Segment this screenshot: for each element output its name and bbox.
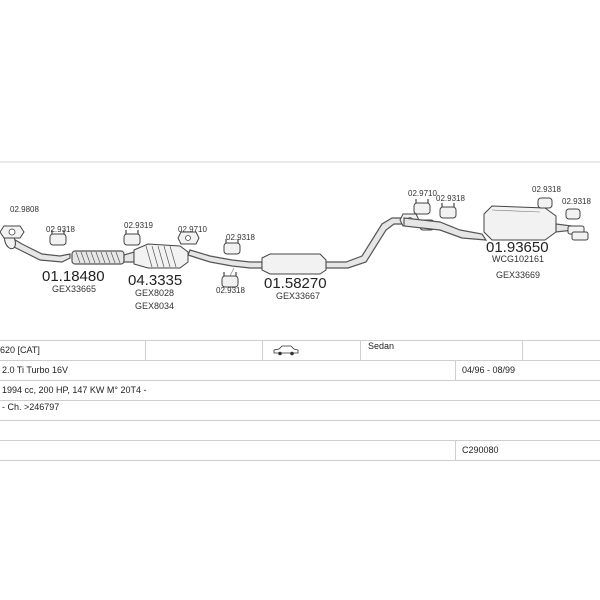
clamp-icon[interactable] [223, 239, 241, 255]
part-label: 02.9318 [562, 197, 591, 206]
flex-pipe-section[interactable] [71, 250, 125, 265]
engine-name: 2.0 Ti Turbo 16V [2, 365, 69, 375]
car-sedan-icon [272, 344, 300, 363]
part-reference: GEX33665 [52, 284, 96, 294]
clamp-icon[interactable] [439, 203, 457, 219]
part-label: 02.9710 [178, 225, 207, 234]
part-label: 02.9318 [436, 194, 465, 203]
gasket-icon[interactable] [0, 225, 25, 239]
rear-silencer[interactable] [403, 205, 589, 241]
clamp-icon[interactable] [221, 272, 239, 288]
part-reference: GEX8028 [135, 288, 174, 298]
info-row-blank [0, 420, 600, 440]
part-label: 02.9318 [226, 233, 255, 242]
part-reference: GEX33669 [496, 270, 540, 280]
part-number: 01.93650 [486, 239, 549, 256]
chassis-range: - Ch. >246797 [2, 402, 60, 412]
clamp-icon[interactable] [537, 197, 553, 209]
vehicle-info-table: 620 [CAT] Sedan 2.0 Ti Turbo 16V 04/96 -… [0, 340, 600, 461]
catalytic-converter[interactable] [123, 243, 189, 269]
part-reference: WCG102161 [492, 254, 544, 264]
part-label: 02.9808 [10, 205, 39, 214]
info-row-engine: 2.0 Ti Turbo 16V 04/96 - 08/99 [0, 360, 600, 380]
part-label: 02.9710 [408, 189, 437, 198]
clamp-icon[interactable] [49, 230, 67, 246]
body-type: Sedan [368, 341, 395, 351]
clamp-icon[interactable] [413, 199, 431, 215]
center-silencer[interactable] [261, 217, 405, 275]
part-number: 04.3335 [128, 272, 182, 289]
part-number: 01.18480 [42, 268, 105, 285]
part-reference: GEX8034 [135, 301, 174, 311]
production-period: 04/96 - 08/99 [462, 365, 516, 375]
info-row-specs: 1994 cc, 200 HP, 147 KW M° 20T4 - [0, 380, 600, 400]
part-reference: GEX33667 [276, 291, 320, 301]
clamp-icon[interactable] [565, 208, 581, 220]
info-row-model: 620 [CAT] Sedan [0, 340, 600, 360]
info-row-chassis: - Ch. >246797 [0, 400, 600, 420]
part-label: 02.9318 [46, 225, 75, 234]
clamp-icon[interactable] [123, 230, 141, 246]
part-label: 02.9319 [124, 221, 153, 230]
gasket-icon[interactable] [177, 231, 200, 245]
catalog-code: C290080 [462, 445, 499, 455]
part-label: 02.9318 [216, 286, 245, 295]
model-name: 620 [CAT] [0, 345, 40, 355]
engine-specs: 1994 cc, 200 HP, 147 KW M° 20T4 - [2, 385, 147, 395]
part-label: 02.9318 [532, 185, 561, 194]
part-number: 01.58270 [264, 275, 327, 292]
info-row-code: C290080 [0, 440, 600, 461]
